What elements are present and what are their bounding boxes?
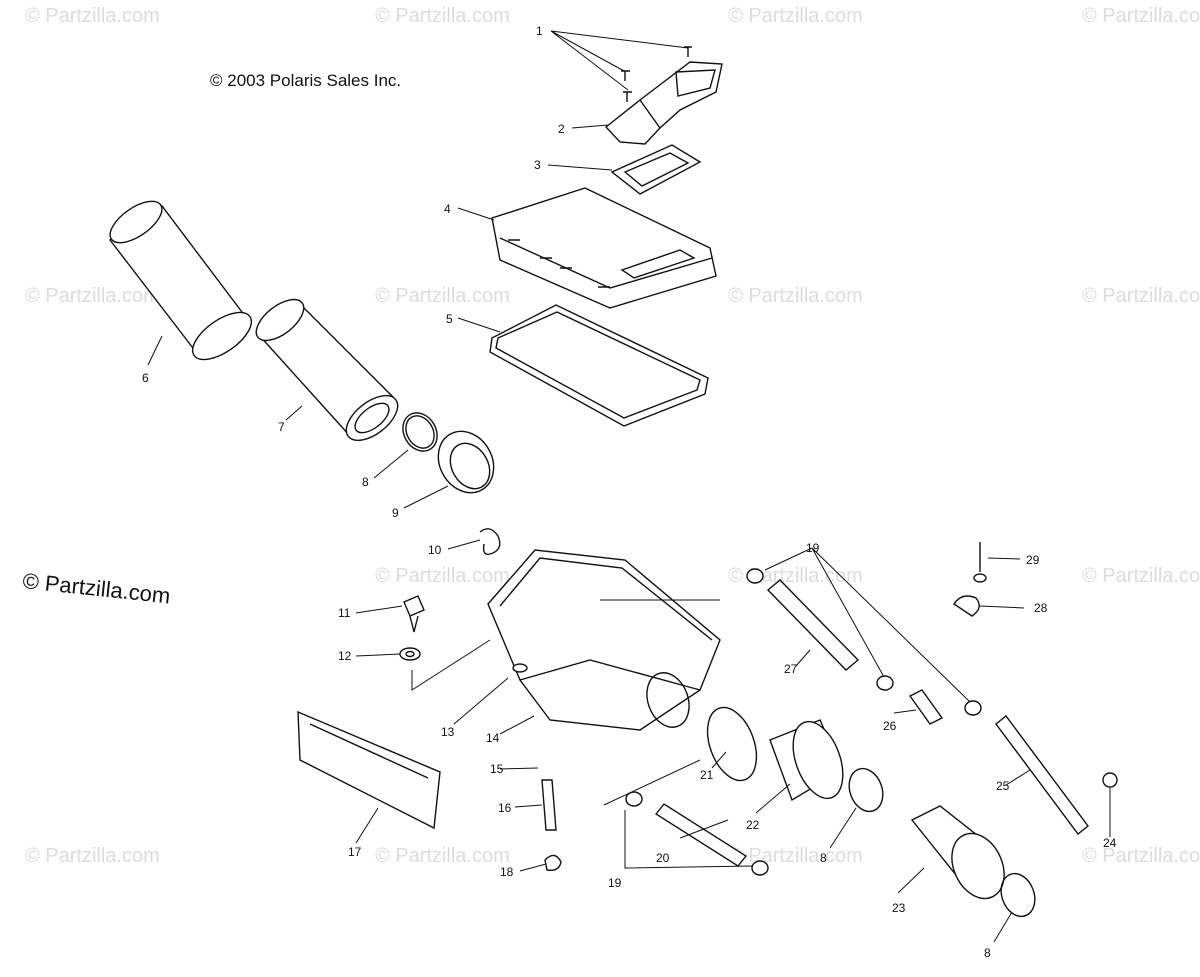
callout-1: 1 xyxy=(536,24,543,38)
watermark: © Partzilla.com xyxy=(375,5,510,27)
callout-21: 21 xyxy=(700,768,714,782)
callout-14: 14 xyxy=(486,731,500,745)
callout-3: 3 xyxy=(534,158,541,172)
part-intake-duct xyxy=(604,61,723,145)
part-filter-adapter xyxy=(437,430,495,494)
watermark: © Partzilla.com xyxy=(728,565,863,587)
part-intake-boot xyxy=(769,719,844,802)
part-carb-clamp xyxy=(1000,872,1036,918)
callout-13: 13 xyxy=(441,725,455,739)
watermark: © Partzilla.com xyxy=(375,285,510,307)
callout-2: 2 xyxy=(558,122,565,136)
callout-26: 26 xyxy=(883,719,897,733)
callout-24: 24 xyxy=(1103,836,1117,850)
part-side-panel xyxy=(297,710,441,830)
callout-29: 29 xyxy=(1026,553,1040,567)
watermark: © Partzilla.com xyxy=(25,5,160,27)
part-vent-tube-upper xyxy=(766,579,860,671)
part-boot-clamp xyxy=(848,767,884,813)
callout-8-mid: 8 xyxy=(820,851,827,865)
part-o-ring xyxy=(706,706,758,782)
callout-23: 23 xyxy=(892,901,906,915)
callout-20: 20 xyxy=(656,851,670,865)
watermark: © Partzilla.com xyxy=(728,5,863,27)
watermark: © Partzilla.com xyxy=(25,845,160,867)
callout-27: 27 xyxy=(784,662,798,676)
callout-12: 12 xyxy=(338,649,352,663)
watermark: © Partzilla.com xyxy=(1082,285,1200,307)
part-drain-hose xyxy=(541,779,557,831)
callout-19-lower: 19 xyxy=(608,876,622,890)
callout-11: 11 xyxy=(338,606,351,620)
callout-16: 16 xyxy=(498,801,512,815)
callout-7: 7 xyxy=(278,420,285,434)
part-airbox-cover xyxy=(491,187,717,309)
part-small-clamp xyxy=(1102,772,1118,788)
part-push-rivet xyxy=(973,542,987,583)
watermark: © Partzilla.com xyxy=(1082,845,1200,867)
partzilla-brand: © Partzilla.com xyxy=(21,568,171,608)
part-air-filter xyxy=(255,298,399,442)
part-duct-gasket xyxy=(610,144,702,195)
watermark: © Partzilla.com xyxy=(375,845,510,867)
callout-19-upper: 19 xyxy=(806,541,820,555)
part-bolt xyxy=(403,595,425,633)
callout-18: 18 xyxy=(500,865,514,879)
part-clip xyxy=(479,528,501,555)
part-pre-filter xyxy=(108,200,253,361)
callout-17: 17 xyxy=(348,845,362,859)
part-washer xyxy=(399,647,421,661)
callout-labels: 1 2 3 4 5 6 7 8 9 10 11 12 13 14 15 16 1… xyxy=(142,24,1117,960)
part-airbox xyxy=(411,549,721,806)
watermark: © Partzilla.com xyxy=(1082,565,1200,587)
part-filter-check xyxy=(908,689,944,725)
watermark: © Partzilla.com xyxy=(25,285,160,307)
watermark: © Partzilla.com xyxy=(375,565,510,587)
callout-25: 25 xyxy=(996,779,1010,793)
callout-15: 15 xyxy=(490,762,504,776)
callout-6: 6 xyxy=(142,371,149,385)
callout-10: 10 xyxy=(428,543,442,557)
copyright-notice: © 2003 Polaris Sales Inc. xyxy=(210,71,401,90)
callout-4: 4 xyxy=(444,202,451,216)
part-tube-clamp xyxy=(624,547,982,876)
callout-5: 5 xyxy=(446,312,453,326)
part-carb-boot xyxy=(910,805,1005,900)
callout-9: 9 xyxy=(392,506,399,520)
watermark: © Partzilla.com xyxy=(1082,5,1200,27)
callout-8: 8 xyxy=(362,475,369,489)
callout-28: 28 xyxy=(1034,601,1048,615)
part-screws xyxy=(550,30,692,102)
part-cover-seal xyxy=(489,304,709,427)
part-drain-plug xyxy=(544,854,562,872)
callout-8-bottom: 8 xyxy=(984,946,991,960)
callout-22: 22 xyxy=(746,818,760,832)
watermark: © Partzilla.com xyxy=(728,845,863,867)
part-hose-clamp xyxy=(402,412,438,452)
part-vent-tube-lower xyxy=(654,803,748,867)
part-breather-tube xyxy=(995,715,1089,835)
leader-lines xyxy=(147,124,1111,943)
watermark: © Partzilla.com xyxy=(728,285,863,307)
part-hose-clip xyxy=(953,595,980,617)
